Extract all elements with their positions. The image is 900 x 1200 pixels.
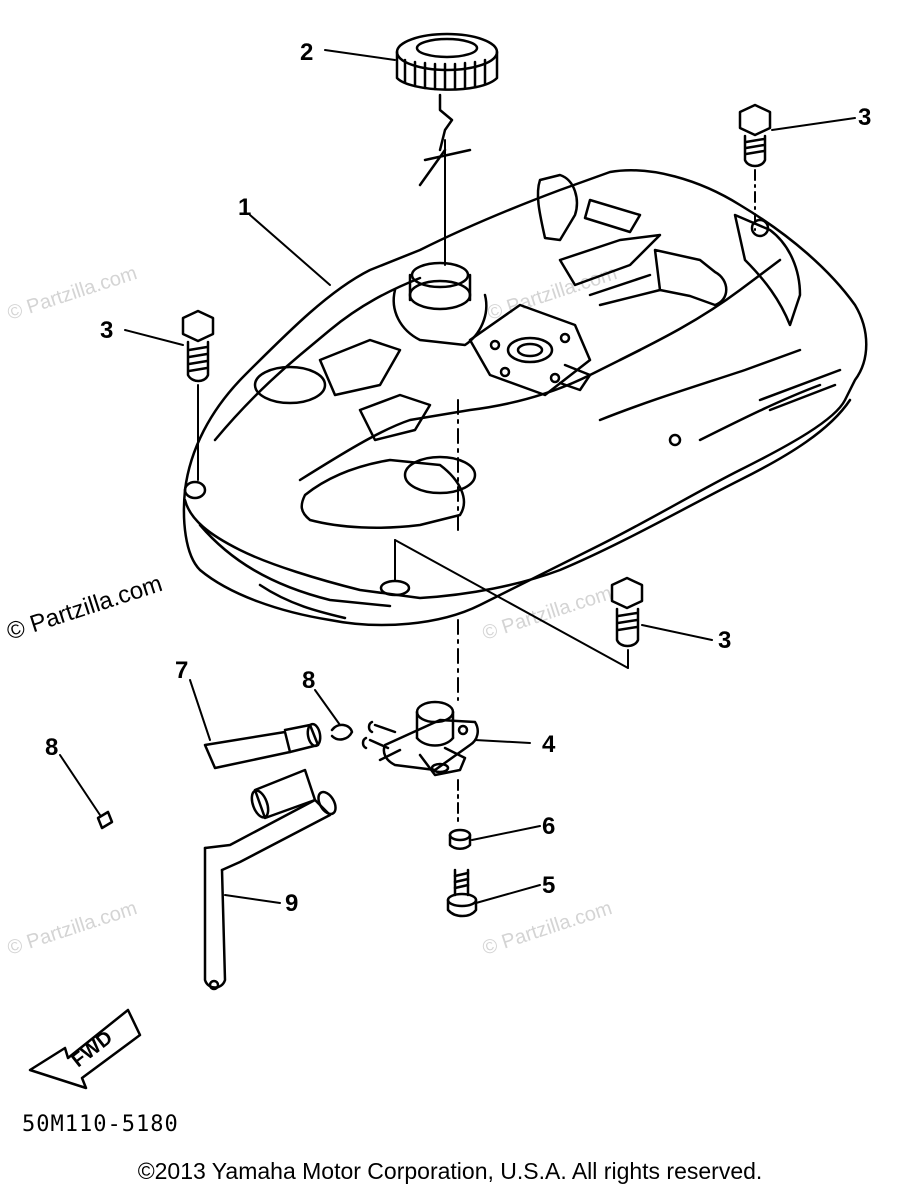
tank-cap-icon <box>395 32 499 187</box>
fuel-tank-icon <box>182 169 868 627</box>
callout-9: 9 <box>285 890 298 917</box>
callout-2: 2 <box>300 39 313 66</box>
callout-7: 7 <box>175 657 188 684</box>
breather-hose-icon <box>203 790 337 991</box>
callout-3: 3 <box>718 627 731 654</box>
callout-1: 1 <box>238 194 251 221</box>
bolt-icon <box>181 309 215 383</box>
copyright-notice: ©2013 Yamaha Motor Corporation, U.S.A. A… <box>137 1158 763 1184</box>
fwd-arrow-icon: FWD <box>28 1008 142 1090</box>
callout-8: 8 <box>45 734 58 761</box>
diagram-code: 50M110-5180 <box>22 1112 179 1137</box>
leader-line <box>394 539 629 669</box>
callout-numbers: 2 1 3 3 3 4 6 5 7 8 8 9 <box>45 39 871 917</box>
fuel-cock-icon <box>361 700 479 777</box>
fwd-label: FWD <box>68 1027 117 1072</box>
callout-5: 5 <box>542 872 555 899</box>
callout-3: 3 <box>858 104 871 131</box>
callout-4: 4 <box>542 731 556 758</box>
callout-8: 8 <box>302 667 315 694</box>
watermark-text: © Partzilla.com <box>5 897 140 960</box>
bolt-icon <box>610 576 644 648</box>
watermark-text: © Partzilla.com <box>480 582 615 645</box>
washer-icon <box>448 828 472 850</box>
watermark-text-dark: © Partzilla.com <box>4 570 166 646</box>
callout-3: 3 <box>100 317 113 344</box>
watermark-text: © Partzilla.com <box>480 897 615 960</box>
bolt-icon <box>738 103 772 168</box>
hose-clip-icon <box>96 723 354 830</box>
screw-icon <box>446 868 478 918</box>
watermark-text: © Partzilla.com <box>5 262 140 325</box>
callout-6: 6 <box>542 813 555 840</box>
callout-leaders <box>59 49 856 904</box>
